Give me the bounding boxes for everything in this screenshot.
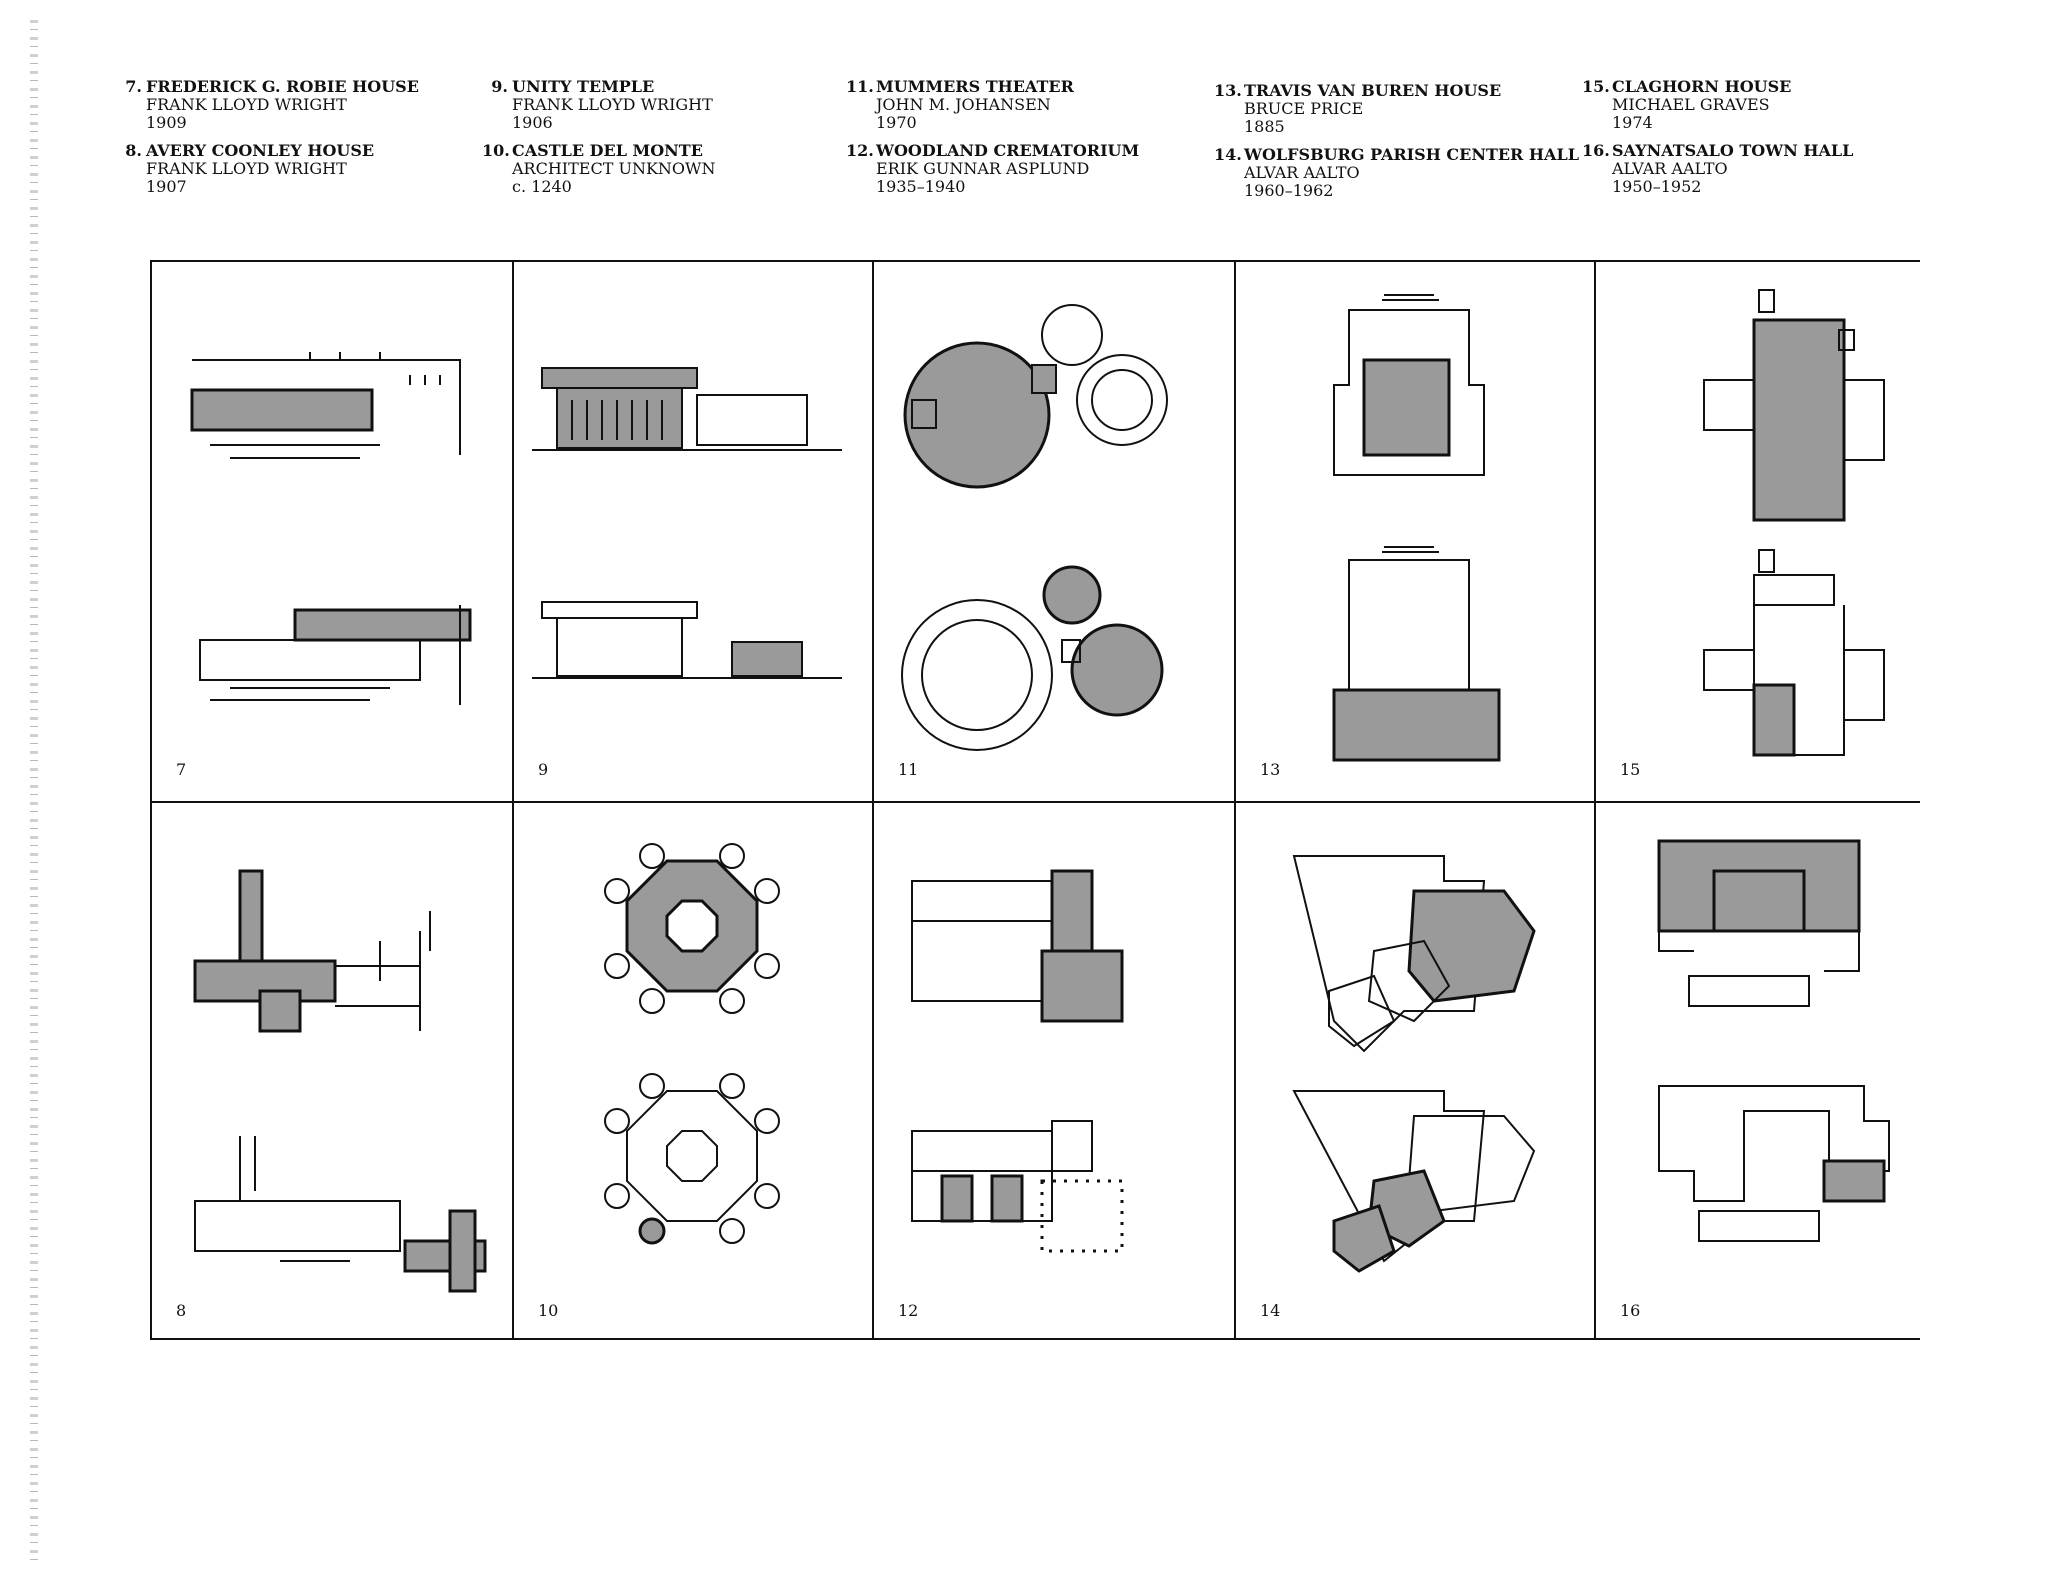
caption-column-3: 11. MUMMERS THEATER JOHN M. JOHANSEN 197… [846,77,1236,206]
panel-number: 7 [176,760,187,779]
caption-column-5: 15. CLAGHORN HOUSE MICHAEL GRAVES 1974 1… [1582,77,1972,206]
panel-number: 15 [1620,760,1641,779]
building-date: 1970 [876,113,917,132]
panel-number: 10 [538,1301,559,1320]
building-name: CLAGHORN HOUSE [1612,77,1792,96]
panel-number: 14 [1260,1301,1281,1320]
caption-entry-13: 13. TRAVIS VAN BUREN HOUSE BRUCE PRICE 1… [1214,81,1604,136]
architect-name: FRANK LLOYD WRIGHT [146,95,347,114]
building-date: 1907 [146,177,187,196]
grid-rule-col3 [1234,260,1236,1340]
architect-name: JOHN M. JOHANSEN [876,95,1051,114]
grid-rule-left [150,260,152,1340]
grid-rule-col1 [512,260,514,1340]
grid-rule-col2 [872,260,874,1340]
caption-entry-9: 9. UNITY TEMPLE FRANK LLOYD WRIGHT 1906 [491,77,872,132]
building-date: 1935–1940 [876,177,966,196]
panel-16-saynatsalo-town-hall: 16 [1594,801,1956,1342]
building-date: 1885 [1244,117,1285,136]
grid-rule-col4 [1594,260,1596,1340]
caption-entry-12: 12. WOODLAND CREMATORIUM ERIK GUNNAR ASP… [846,141,1236,196]
caption-column-1: 7. FREDERICK G. ROBIE HOUSE FRANK LLOYD … [125,77,506,206]
building-name: WOLFSBURG PARISH CENTER HALL [1244,145,1579,164]
entry-number: 10. [482,141,510,160]
architect-name: FRANK LLOYD WRIGHT [512,95,713,114]
panel-number: 9 [538,760,549,779]
woodland-crematorium-plans-drawing [911,869,1124,1253]
grid-rule-top [150,260,1920,262]
building-date: 1974 [1612,113,1653,132]
robie-house-plans-drawing [190,352,472,705]
castle-del-monte-plans-drawing [604,843,780,1245]
architect-name: MICHAEL GRAVES [1612,95,1770,114]
panel-14-wolfsburg-parish-center-hall: 14 [1234,801,1596,1342]
building-name: SAYNATSALO TOWN HALL [1612,141,1854,160]
coonley-house-plans-drawing [193,869,487,1293]
caption-column-2: 9. UNITY TEMPLE FRANK LLOYD WRIGHT 1906 … [482,77,872,206]
caption-entry-15: 15. CLAGHORN HOUSE MICHAEL GRAVES 1974 [1582,77,1972,132]
entry-number: 7. [125,77,142,96]
scan-edge-artifact [30,20,38,1560]
building-date: c. 1240 [512,177,572,196]
caption-entry-16: 16. SAYNATSALO TOWN HALL ALVAR AALTO 195… [1582,141,1972,196]
claghorn-house-plans-drawing [1703,289,1885,757]
building-name: MUMMERS THEATER [876,77,1074,96]
caption-entry-10: 10. CASTLE DEL MONTE ARCHITECT UNKNOWN c… [482,141,872,196]
caption-entry-7: 7. FREDERICK G. ROBIE HOUSE FRANK LLOYD … [125,77,506,132]
entry-number: 8. [125,141,142,160]
architect-name: ALVAR AALTO [1612,159,1728,178]
building-name: FREDERICK G. ROBIE HOUSE [146,77,419,96]
wolfsburg-parish-center-plans-drawing [1292,855,1536,1273]
building-date: 1906 [512,113,553,132]
entry-number: 14. [1214,145,1242,164]
panel-8-avery-coonley-house: 8 [150,801,512,1342]
architect-name: ERIK GUNNAR ASPLUND [876,159,1090,178]
mummers-theater-plans-drawing [901,304,1168,751]
entry-number: 12. [846,141,874,160]
panel-number: 16 [1620,1301,1641,1320]
panel-13-travis-van-buren-house: 13 [1234,260,1596,801]
building-date: 1950–1952 [1612,177,1702,196]
panel-number: 12 [898,1301,919,1320]
building-date: 1960–1962 [1244,181,1334,200]
architect-name: ALVAR AALTO [1244,163,1360,182]
grid-rule-middle [150,801,1920,803]
caption-column-4: 13. TRAVIS VAN BUREN HOUSE BRUCE PRICE 1… [1214,81,1604,210]
panel-number: 13 [1260,760,1281,779]
panel-9-unity-temple: 9 [512,260,874,801]
building-name: AVERY COONLEY HOUSE [146,141,375,160]
panel-7-robie-house: 7 [150,260,512,801]
caption-entry-14: 14. WOLFSBURG PARISH CENTER HALL ALVAR A… [1214,145,1604,200]
caption-entry-11: 11. MUMMERS THEATER JOHN M. JOHANSEN 197… [846,77,1236,132]
building-name: TRAVIS VAN BUREN HOUSE [1244,81,1502,100]
building-date: 1909 [146,113,187,132]
architect-name: BRUCE PRICE [1244,99,1364,118]
panel-number: 8 [176,1301,187,1320]
entry-number: 9. [491,77,508,96]
entry-number: 13. [1214,81,1242,100]
unity-temple-elevations-drawing [532,367,842,679]
saynatsalo-town-hall-plans-drawing [1657,839,1890,1242]
entry-number: 16. [1582,141,1610,160]
panel-11-mummers-theater: 11 [872,260,1234,801]
panel-12-woodland-crematorium: 12 [872,801,1234,1342]
architect-name: ARCHITECT UNKNOWN [512,159,716,178]
panel-15-claghorn-house: 15 [1594,260,1956,801]
architect-name: FRANK LLOYD WRIGHT [146,159,347,178]
caption-entry-8: 8. AVERY COONLEY HOUSE FRANK LLOYD WRIGH… [125,141,506,196]
building-name: UNITY TEMPLE [512,77,655,96]
entry-number: 15. [1582,77,1610,96]
building-name: CASTLE DEL MONTE [512,141,703,160]
building-name: WOODLAND CREMATORIUM [876,141,1140,160]
van-buren-house-plans-drawing [1332,294,1501,762]
plan-grid: 7 9 [150,260,1920,1340]
entry-number: 11. [846,77,874,96]
panel-10-castle-del-monte: 10 [512,801,874,1342]
panel-number: 11 [898,760,919,779]
grid-rule-bottom [150,1338,1920,1340]
